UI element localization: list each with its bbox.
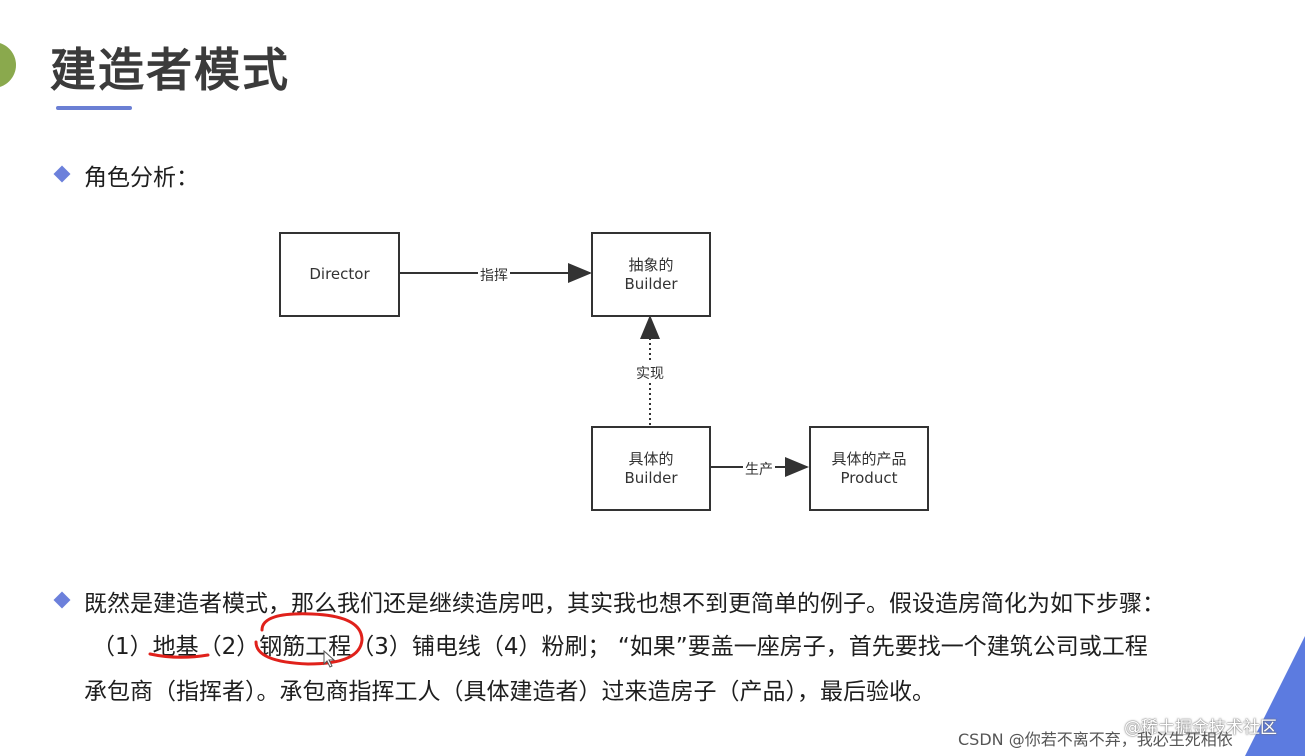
step-rest: （3）铺电线（4）粉刷； “如果”要盖一座房子，首先要找一个建筑公司或工程	[351, 634, 1148, 660]
director-label: Director	[309, 265, 370, 283]
concrete-builder-box: 具体的 Builder	[591, 426, 711, 511]
cursor-icon	[323, 650, 336, 668]
product-label-1: 具体的产品	[831, 449, 907, 468]
concrete-builder-label-2: Builder	[624, 468, 678, 487]
corner-decoration	[1245, 636, 1305, 756]
edge-label-produce: 生产	[743, 459, 775, 479]
paragraph-line-1: 既然是建造者模式，那么我们还是继续造房吧，其实我也想不到更简单的例子。假设造房简…	[84, 591, 1165, 617]
section-label: 角色分析：	[84, 165, 199, 191]
step-foundation: 地基	[152, 634, 199, 660]
product-label-2: Product	[840, 468, 898, 487]
edge-label-command: 指挥	[478, 265, 510, 285]
title-underline	[56, 106, 132, 110]
director-box: Director	[279, 232, 400, 317]
abstract-builder-label-2: Builder	[624, 274, 678, 293]
product-box: 具体的产品 Product	[809, 426, 929, 511]
slide-marker-dot	[0, 42, 16, 88]
step-1-marker: （1）	[92, 634, 153, 660]
csdn-watermark: CSDN @你若不离不弃，我必生死相依	[958, 730, 1233, 749]
paragraph-line-2: （1）地基（2）钢筋工程（3）铺电线（4）粉刷； “如果”要盖一座房子，首先要找…	[92, 627, 1148, 661]
concrete-builder-label-1: 具体的	[628, 449, 674, 468]
paragraph-line-3: 承包商（指挥者）。承包商指挥工人（具体建造者）过来造房子（产品），最后验收。	[84, 679, 935, 705]
abstract-builder-box: 抽象的 Builder	[591, 232, 711, 317]
page-title: 建造者模式	[50, 43, 290, 97]
edge-label-implement: 实现	[634, 363, 666, 383]
abstract-builder-label-1: 抽象的	[628, 255, 674, 274]
juejin-watermark: @稀土掘金技术社区	[1124, 718, 1277, 738]
step-2-marker: （2）	[198, 634, 260, 660]
step-rebar: 钢筋工程	[259, 634, 352, 660]
